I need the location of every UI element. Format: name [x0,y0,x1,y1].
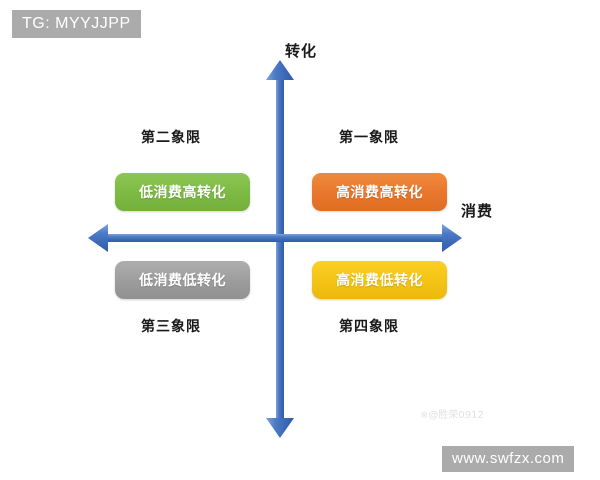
x-axis-arrow [88,216,462,260]
y-axis-arrow [258,60,302,438]
y-axis-label: 转化 [285,42,318,60]
quadrant-label-q2: 第二象限 [141,130,201,146]
quadrant-label-q3: 第三象限 [141,319,201,335]
quadrant-pill-q2[interactable]: 低消费高转化 [115,173,250,211]
quadrant-pill-q3[interactable]: 低消费低转化 [115,261,250,299]
quadrant-pill-q1[interactable]: 高消费高转化 [312,173,447,211]
x-axis-label: 消费 [461,202,494,220]
watermark-top-left: TG: MYYJJPP [12,10,141,38]
quadrant-pill-q4[interactable]: 高消费低转化 [312,261,447,299]
watermark-bottom-right: www.swfzx.com [442,446,575,472]
quadrant-label-q1: 第一象限 [339,130,399,146]
watermark-faint: ※@胜荣0912 [420,410,484,421]
quadrant-label-q4: 第四象限 [339,319,399,335]
